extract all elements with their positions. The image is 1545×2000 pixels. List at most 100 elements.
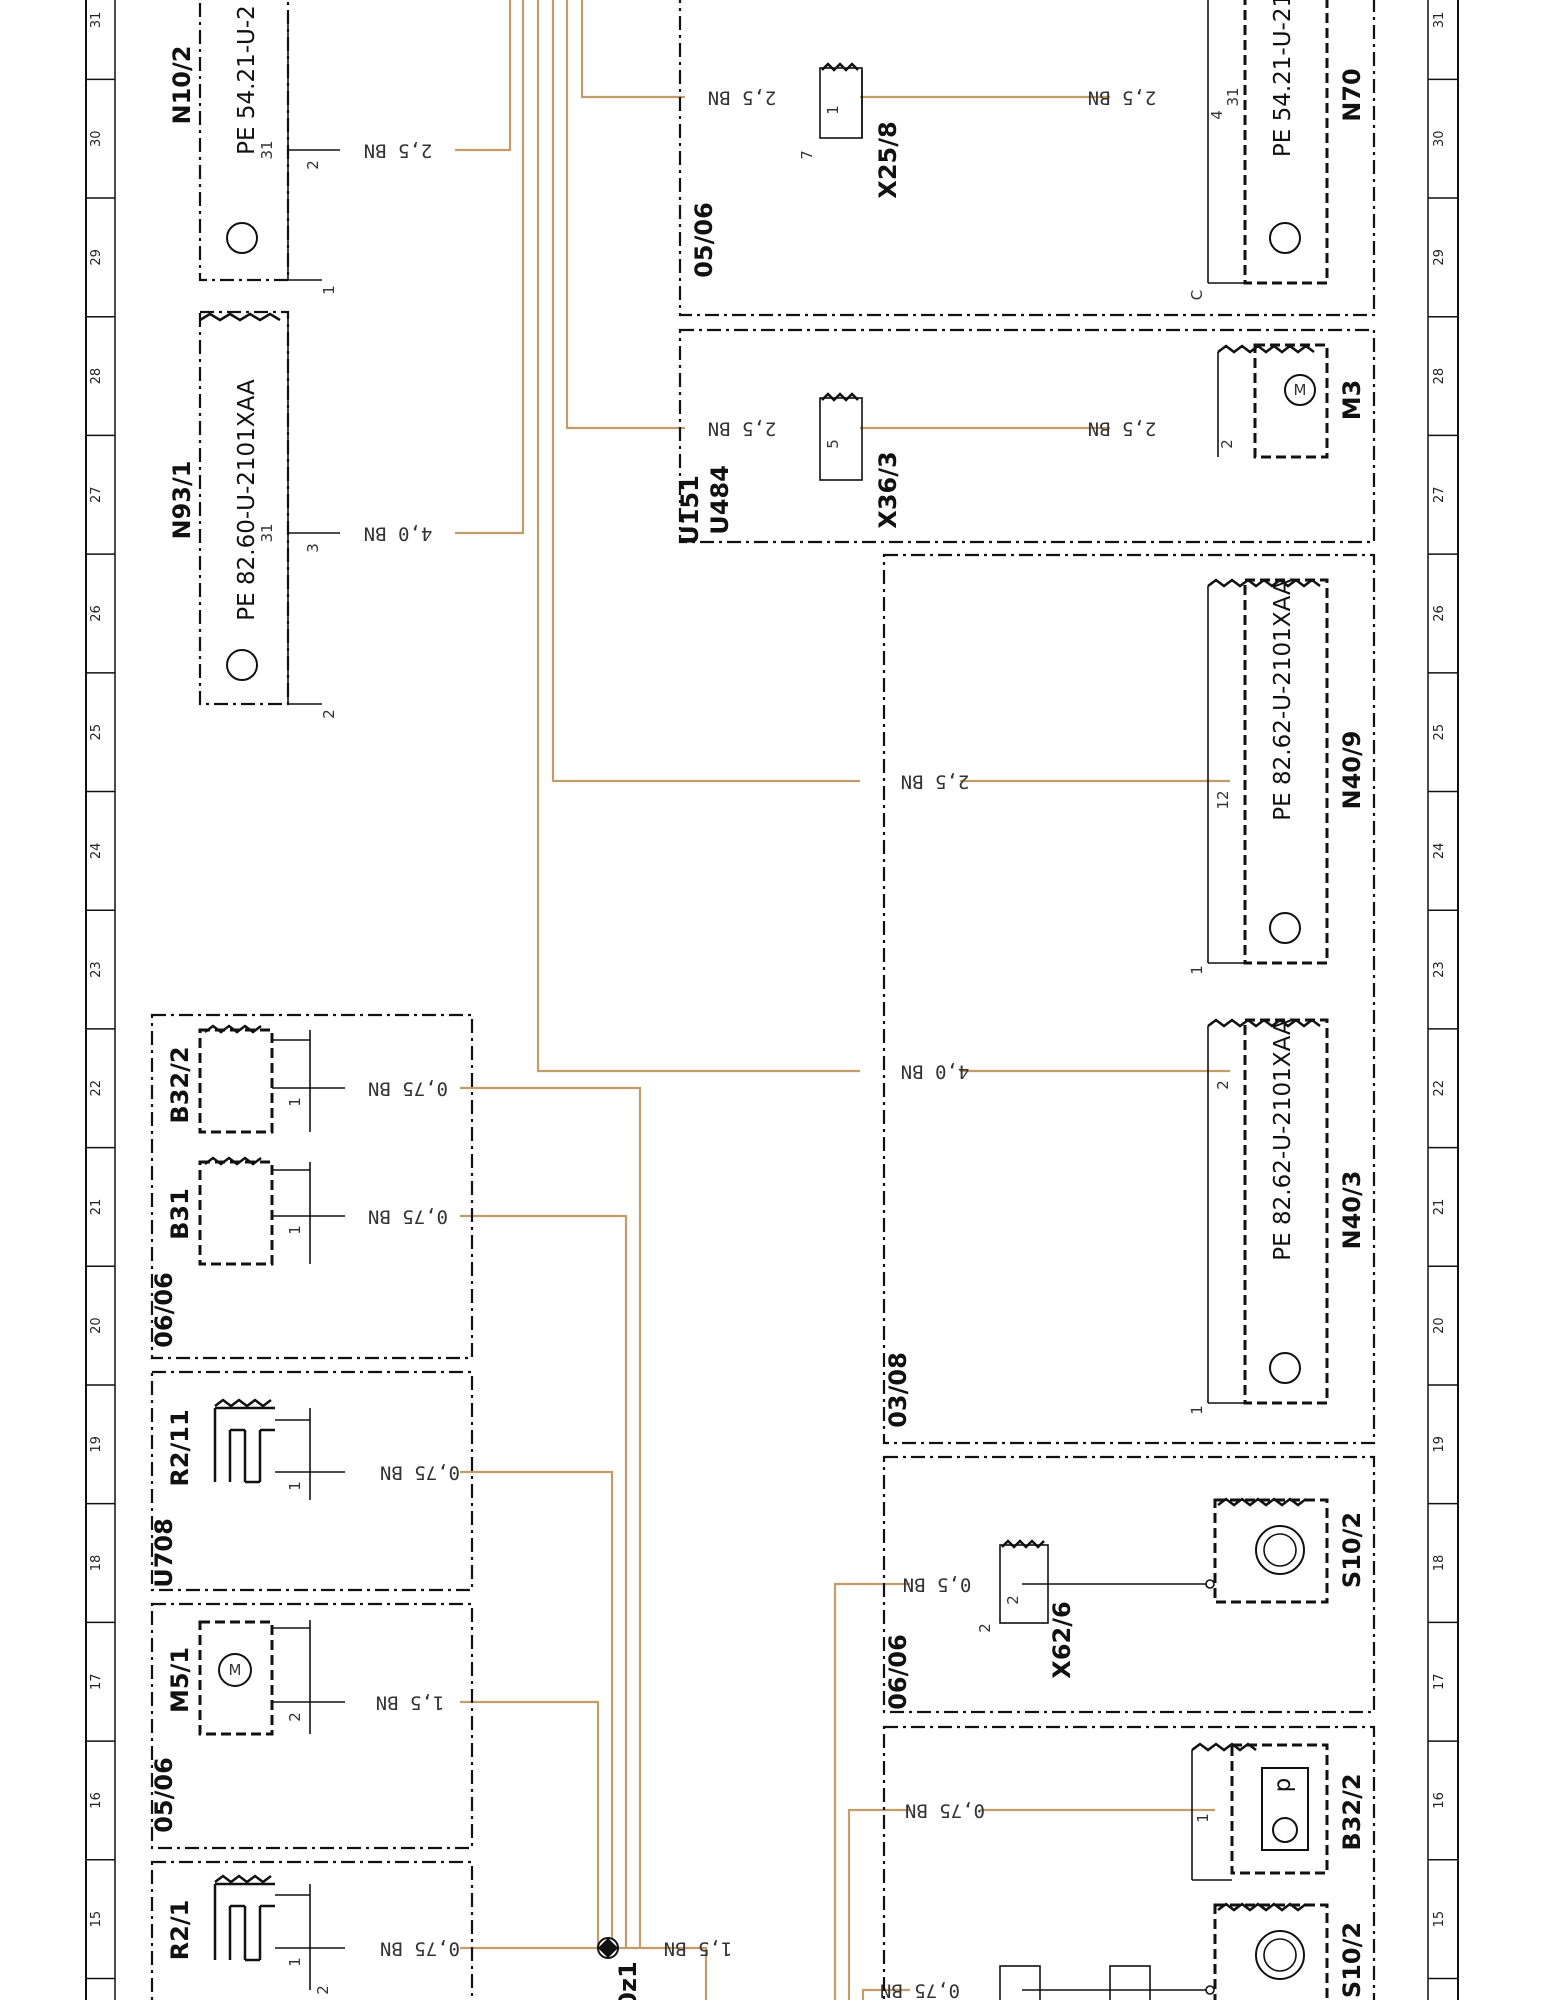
part-n93-1: PE 82.60-U-2101XAA xyxy=(234,379,260,621)
pin-n40-9-1: 1 xyxy=(1188,965,1206,975)
component-n40-3[interactable]: N40/3 PE 82.62-U-2101XAA 2 1 xyxy=(1188,1018,1366,1415)
grid-number-left: 21 xyxy=(89,1199,104,1216)
grid-number-right: 15 xyxy=(1432,1911,1447,1928)
wire-label-oz1: 1,5 BN xyxy=(664,1938,733,1960)
component-s10-2-top[interactable]: S10/2 xyxy=(1205,1497,1366,1604)
grid-number-left: 23 xyxy=(89,961,104,978)
wire-label-n10: 2,5 BN xyxy=(364,140,433,162)
part-n10-2: PE 54.21-U-2 xyxy=(234,5,260,155)
label-b32-2-right: B32/2 xyxy=(1338,1773,1366,1850)
group-0606-right: 06/06 xyxy=(882,1455,1376,2000)
wire-label-n40-9: 2,5 BN xyxy=(901,771,970,793)
label-x36-3: X36/3 xyxy=(874,451,902,528)
heater-icon xyxy=(213,1406,275,1484)
switch-icon xyxy=(1255,1525,1305,1575)
wire-label-b32: 0,75 BN xyxy=(368,1078,448,1100)
label-m5-1: M5/1 xyxy=(166,1647,194,1713)
wire-label-r2-11: 0,75 BN xyxy=(380,1462,460,1484)
component-b32-2-left[interactable]: B32/2 1 xyxy=(166,1024,345,1134)
grid-number-right: 26 xyxy=(1432,605,1447,622)
heater-icon xyxy=(213,1882,275,1962)
grid-number-right: 19 xyxy=(1432,1436,1447,1453)
pin-n70-c: C xyxy=(1188,290,1206,300)
pin-b32-right: 1 xyxy=(1194,1813,1212,1823)
component-x36-3[interactable]: X36/3 5 xyxy=(819,392,902,529)
component-n70[interactable]: N70 PE 54.21-U-21 31 4 C xyxy=(1188,0,1366,300)
pin-r2-1-b: 2 xyxy=(314,1985,332,1995)
grid-number-right: 18 xyxy=(1432,1555,1447,1572)
part-n40-3: PE 82.62-U-2101XAA xyxy=(1270,1019,1296,1261)
grid-number-right: 25 xyxy=(1432,724,1447,741)
label-n70: N70 xyxy=(1338,68,1366,121)
component-x25-8[interactable]: X25/8 1 7 xyxy=(798,62,902,199)
grid-number-right: 28 xyxy=(1432,368,1447,385)
pin-n70-4: 4 xyxy=(1208,110,1226,120)
component-s10-2-bottom[interactable]: S10/2 xyxy=(999,1902,1366,2000)
component-r2-11[interactable]: R2/11 1 xyxy=(166,1398,345,1500)
pin-x25-1: 1 xyxy=(824,105,842,115)
wire-label-x36-right: 2,5 BN xyxy=(1088,418,1157,440)
grid-number-left: 27 xyxy=(89,487,104,504)
label-x25-8: X25/8 xyxy=(874,121,902,198)
grid-number-right: 20 xyxy=(1432,1317,1447,1334)
pin-x25-7: 7 xyxy=(798,150,816,160)
component-m3[interactable]: M M3 2 xyxy=(1217,343,1366,459)
pin-n40-3-2: 2 xyxy=(1214,1080,1232,1090)
grid-number-left: 17 xyxy=(89,1673,104,1690)
grid-number-left: 15 xyxy=(89,1911,104,1928)
pin-n10-31: 31 xyxy=(258,140,276,159)
pressure-sensor-icon xyxy=(1261,1767,1309,1851)
component-r2-1[interactable]: R2/1 1 2 xyxy=(166,1874,345,1995)
component-n93-1[interactable]: N93/1 PE 82.60-U-2101XAA 31 3 2 xyxy=(168,310,340,719)
variant-from-0606-left: 06/06 xyxy=(150,1272,178,1348)
component-b31[interactable]: B31 1 xyxy=(166,1156,345,1266)
variant-from-0308: 03/08 xyxy=(884,1352,912,1428)
pin-n40-3-1: 1 xyxy=(1188,1405,1206,1415)
pin-n93-31: 31 xyxy=(258,523,276,542)
transistor-icon xyxy=(1269,222,1301,254)
pin-n40-9-12: 12 xyxy=(1214,790,1232,809)
transistor-icon xyxy=(226,222,258,254)
component-x62-6[interactable]: X62/6 2 2 xyxy=(976,1539,1210,1679)
label-m3: M3 xyxy=(1338,380,1366,421)
pin-n10-1: 1 xyxy=(320,285,338,295)
label-n93-1: N93/1 xyxy=(168,461,196,540)
grid-number-right: 16 xyxy=(1432,1792,1447,1809)
transistor-icon xyxy=(226,649,258,681)
transistor-icon xyxy=(1269,1352,1301,1384)
part-n40-9: PE 82.62-U-2101XAA xyxy=(1270,579,1296,821)
wire-label-b31: 0,75 BN xyxy=(368,1206,448,1228)
label-n10-2: N10/2 xyxy=(168,46,196,125)
group-0308: 03/08 xyxy=(882,553,1376,1445)
label-r2-1: R2/1 xyxy=(166,1900,194,1961)
wire-label-m5-1: 1,5 BN xyxy=(376,1692,445,1714)
switch-icon xyxy=(1255,1930,1305,1980)
grid-number-right: 24 xyxy=(1432,843,1447,860)
pin-n10-2: 2 xyxy=(304,160,322,170)
grid-number-right: 22 xyxy=(1432,1080,1447,1097)
component-b32-2-right[interactable]: p B32/2 1 xyxy=(1191,1742,1366,1881)
label-n40-3: N40/3 xyxy=(1338,1171,1366,1250)
variant-u708: U708 xyxy=(150,1518,178,1588)
component-m5-1[interactable]: M M5/1 2 xyxy=(166,1620,345,1736)
grid-number-left: 19 xyxy=(89,1436,104,1453)
wire-label-n93: 4,0 BN xyxy=(364,523,433,545)
wire-label-x36-left: 2,5 BN xyxy=(708,418,777,440)
motor-icon xyxy=(218,1653,252,1687)
wire-label-bottom-right: 0,75 BN xyxy=(880,1980,960,2000)
wire-label-n40-3: 4,0 BN xyxy=(901,1061,970,1083)
wire-label-x25-right: 2,5 BN xyxy=(1088,87,1157,109)
component-n40-9[interactable]: N40/9 PE 82.62-U-2101XAA 12 1 xyxy=(1188,578,1366,975)
variant-from-0506-top: 05/06 xyxy=(690,202,718,278)
pin-n70-31: 31 xyxy=(1224,87,1242,106)
component-n10-2[interactable]: N10/2 PE 54.21-U-2 31 2 1 xyxy=(168,0,340,295)
label-s10-2-top: S10/2 xyxy=(1338,1512,1366,1588)
pin-r2-11: 1 xyxy=(286,1481,304,1491)
grid-number-left: 24 xyxy=(89,843,104,860)
svg-text:M: M xyxy=(229,1661,242,1679)
splice-oz1[interactable]: 0z1 xyxy=(597,1937,642,2000)
pin-x62-b: 2 xyxy=(976,1623,994,1633)
grid-number-right: 31 xyxy=(1432,12,1447,29)
label-b32-2-left: B32/2 xyxy=(166,1046,194,1123)
